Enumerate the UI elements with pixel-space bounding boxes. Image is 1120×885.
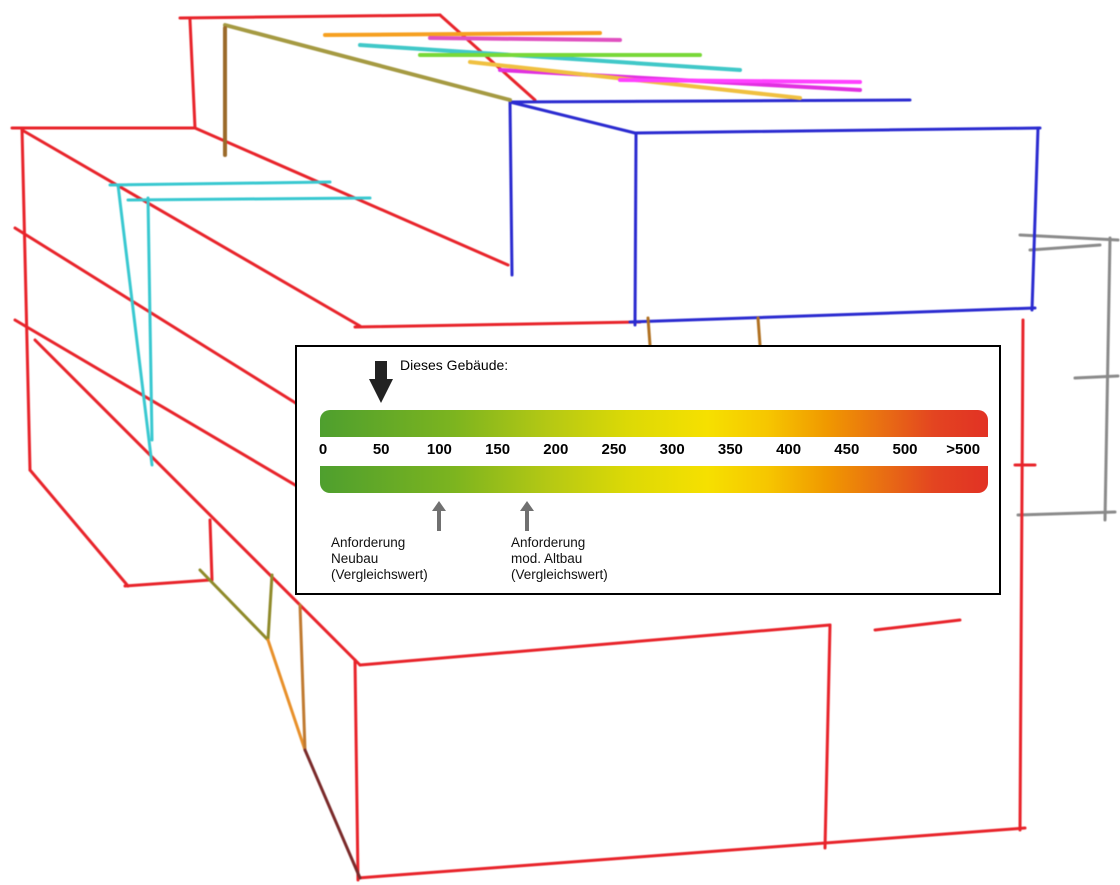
energy-scale-panel: Dieses Gebäude: 0 50 100 150 200 250 300 350 400…	[295, 345, 1001, 595]
scale-tick-label: 100	[426, 441, 452, 458]
scale-bar-top	[320, 410, 988, 437]
requirement-newbuild-arrow	[432, 501, 447, 531]
scale-tick-label: 200	[543, 441, 569, 458]
scale-tick-label: 0	[318, 441, 328, 458]
requirement-oldbuild-arrow	[519, 501, 534, 531]
scale-tick-label: 350	[717, 441, 743, 458]
scale-tick-label: 500	[892, 441, 918, 458]
scale-tick-label: >500	[946, 441, 981, 458]
scale-bar-bottom	[320, 466, 988, 493]
building-marker-arrow	[369, 361, 394, 403]
scale-tick-label: 400	[776, 441, 802, 458]
scale-tick-label: 50	[372, 441, 390, 458]
building-label: Dieses Gebäude:	[400, 357, 509, 373]
scale-tick-label: 250	[601, 441, 627, 458]
requirement-oldbuild-label: Anforderung mod. Altbau (Vergleichswert)	[511, 535, 608, 582]
scale-tick-label: 300	[659, 441, 685, 458]
scale-tick-label: 450	[834, 441, 860, 458]
requirement-newbuild-label: Anforderung Neubau (Vergleichswert)	[331, 535, 428, 582]
scale-tick-label: 150	[485, 441, 511, 458]
